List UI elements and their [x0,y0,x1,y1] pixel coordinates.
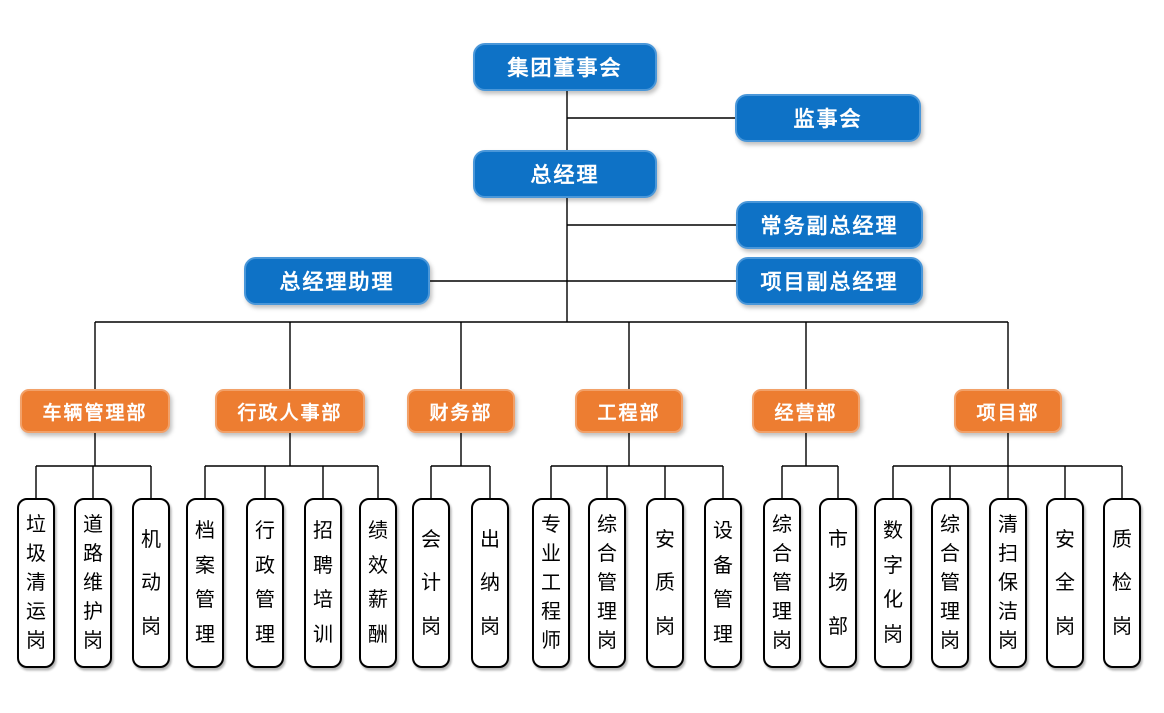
pos-cashier: 出纳岗 [471,498,509,668]
dept-project: 项目部 [954,389,1062,433]
pos-archive-management: 档案管理 [186,498,224,668]
pos-admin-management: 行政管理 [246,498,284,668]
pos-garbage-collection: 垃圾清运岗 [17,498,55,668]
pos-general-management-proj: 综合管理岗 [931,498,969,668]
node-supervisory-board: 监事会 [735,94,921,142]
node-group-board: 集团董事会 [473,43,657,91]
node-general-manager: 总经理 [473,150,657,198]
pos-mobile-duty: 机动岗 [132,498,170,668]
dept-vehicle-management: 车辆管理部 [20,389,170,433]
pos-general-management-ops: 综合管理岗 [763,498,801,668]
node-executive-deputy-gm: 常务副总经理 [736,201,923,249]
pos-quality-inspection: 质检岗 [1103,498,1141,668]
node-gm-assistant: 总经理助理 [244,257,430,305]
dept-engineering: 工程部 [575,389,683,433]
pos-recruiting-training: 招聘培训 [304,498,342,668]
pos-market-section: 市场部 [819,498,857,668]
pos-equipment-management: 设备管理 [704,498,742,668]
pos-safety: 安全岗 [1046,498,1084,668]
dept-operations: 经营部 [752,389,860,433]
pos-sweeping-cleaning: 清扫保洁岗 [989,498,1027,668]
pos-professional-engineer: 专业工程师 [532,498,570,668]
dept-admin-hr: 行政人事部 [215,389,365,433]
node-project-deputy-gm: 项目副总经理 [736,257,923,305]
pos-safety-quality: 安质岗 [646,498,684,668]
pos-digitalization: 数字化岗 [874,498,912,668]
pos-general-management-eng: 综合管理岗 [588,498,626,668]
pos-road-maintenance: 道路维护岗 [74,498,112,668]
dept-finance: 财务部 [407,389,515,433]
pos-performance-payroll: 绩效薪酬 [359,498,397,668]
pos-accountant: 会计岗 [412,498,450,668]
